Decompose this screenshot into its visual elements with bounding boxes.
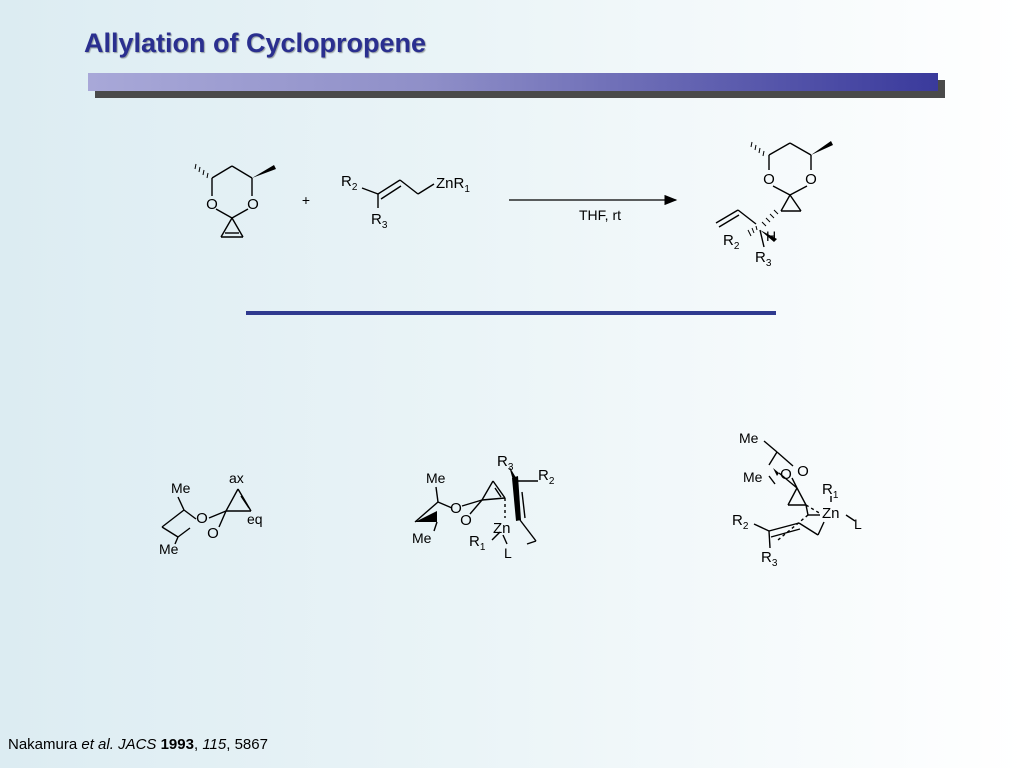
ts1-ring-wedge bbox=[415, 511, 437, 522]
atom-o-left: O bbox=[206, 196, 218, 213]
label-me-ts1-bottom: Me bbox=[412, 530, 432, 546]
label-r2-ts2: R2 bbox=[732, 512, 749, 532]
label-r1-ts2: R1 bbox=[822, 481, 839, 501]
label-l-ts2: L bbox=[854, 516, 862, 532]
label-l-ts1: L bbox=[504, 545, 512, 561]
atom-o-conformer-2: O bbox=[207, 525, 219, 542]
label-me-ts2-top: Me bbox=[739, 430, 759, 446]
label-r1-ts1: R1 bbox=[469, 533, 486, 553]
label-me-ts1-top: Me bbox=[426, 470, 446, 486]
atom-o-product-right: O bbox=[805, 171, 817, 188]
label-r2-product: R2 bbox=[723, 232, 740, 252]
atom-o-ts1-2: O bbox=[460, 512, 472, 529]
label-r2-reactant: R2 bbox=[341, 173, 358, 193]
reaction-conditions: THF, rt bbox=[579, 207, 621, 223]
label-znr1: ZnR1 bbox=[436, 175, 470, 195]
reactant-dioxane-cyclopropene bbox=[194, 163, 276, 238]
label-h-product: H bbox=[766, 228, 776, 244]
citation-etal: et al. bbox=[81, 736, 114, 753]
label-r3-ts2: R3 bbox=[761, 549, 778, 569]
citation-authors: Nakamura bbox=[8, 736, 78, 753]
citation-journal: JACS bbox=[118, 736, 157, 753]
label-r3-reactant: R3 bbox=[371, 211, 388, 231]
atom-o-ts2-1: O bbox=[780, 466, 792, 483]
reactant-allylzinc bbox=[361, 179, 435, 208]
label-r2-ts1: R2 bbox=[538, 467, 555, 487]
title-band bbox=[88, 73, 938, 91]
product-molecule bbox=[715, 141, 833, 248]
section-divider bbox=[246, 311, 776, 315]
conformer-ax-eq bbox=[161, 488, 252, 545]
ts2-ring-wedge bbox=[773, 468, 779, 476]
atom-o-ts1-1: O bbox=[450, 500, 462, 517]
atom-o-right: O bbox=[247, 196, 259, 213]
atom-o-conformer-1: O bbox=[196, 510, 208, 527]
citation-volume: 115 bbox=[202, 736, 227, 753]
label-ax: ax bbox=[229, 470, 244, 486]
citation: Nakamura et al. JACS 1993, 115, 5867 bbox=[8, 736, 268, 753]
citation-year: 1993 bbox=[160, 736, 194, 753]
label-zn-ts2: Zn bbox=[822, 505, 840, 522]
citation-page: 5867 bbox=[234, 736, 268, 753]
label-eq: eq bbox=[247, 511, 263, 527]
label-me-ts2-bottom: Me bbox=[743, 469, 763, 485]
label-r3-product: R3 bbox=[755, 249, 772, 269]
atom-o-ts2-2: O bbox=[797, 463, 809, 480]
label-r3-ts1: R3 bbox=[497, 453, 514, 473]
transition-state-1 bbox=[414, 480, 538, 545]
atom-o-product-left: O bbox=[763, 171, 775, 188]
transition-state-2 bbox=[753, 440, 856, 549]
ts1-bold-chain bbox=[512, 476, 521, 521]
slide-title: Allylation of Cyclopropene bbox=[84, 28, 427, 58]
label-me-top-conformer: Me bbox=[171, 480, 191, 496]
plus-sign: + bbox=[302, 192, 310, 208]
label-zn-ts1: Zn bbox=[493, 520, 511, 537]
label-me-bottom-conformer: Me bbox=[159, 541, 179, 557]
